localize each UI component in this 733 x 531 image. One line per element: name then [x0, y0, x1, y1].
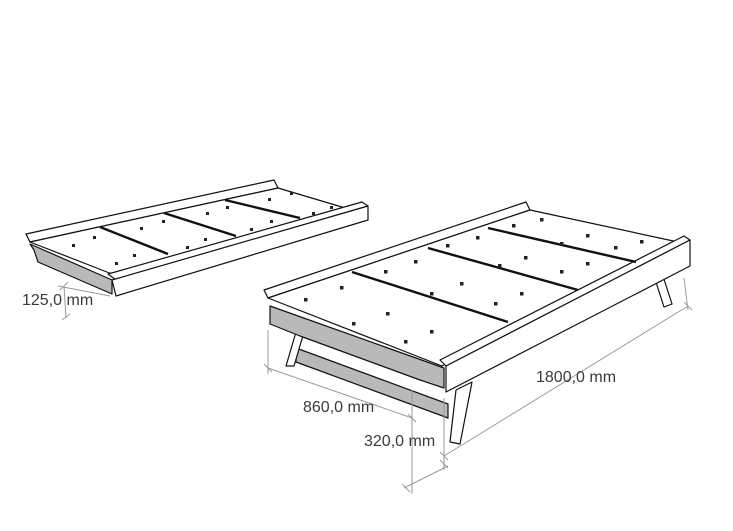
drawer-slat-seam [163, 211, 237, 238]
dimension-lines [57, 277, 693, 494]
drawer-slat-seam [99, 225, 169, 256]
bed-front-skirt [269, 305, 445, 389]
bed-slat-seam [351, 270, 509, 324]
drawer-screw-holes [72, 192, 333, 265]
dimension-drawer-height: 125,0 mm [22, 292, 93, 309]
bed-frame [263, 201, 691, 445]
trundle-drawer [25, 179, 369, 297]
dimension-bed-width: 860,0 mm [303, 399, 374, 416]
bed-slat-seam [427, 246, 579, 292]
drawer-front-skirt [29, 243, 113, 295]
bed-screw-holes [304, 218, 644, 344]
drawer-slat-seam [224, 198, 301, 220]
dimension-bed-height: 320,0 mm [364, 433, 435, 450]
bed-leg-front-right [449, 381, 473, 445]
dimension-bed-length: 1800,0 mm [536, 369, 616, 386]
drawer-front-rail-face [111, 205, 369, 297]
bed-front-rail-face [445, 239, 691, 393]
